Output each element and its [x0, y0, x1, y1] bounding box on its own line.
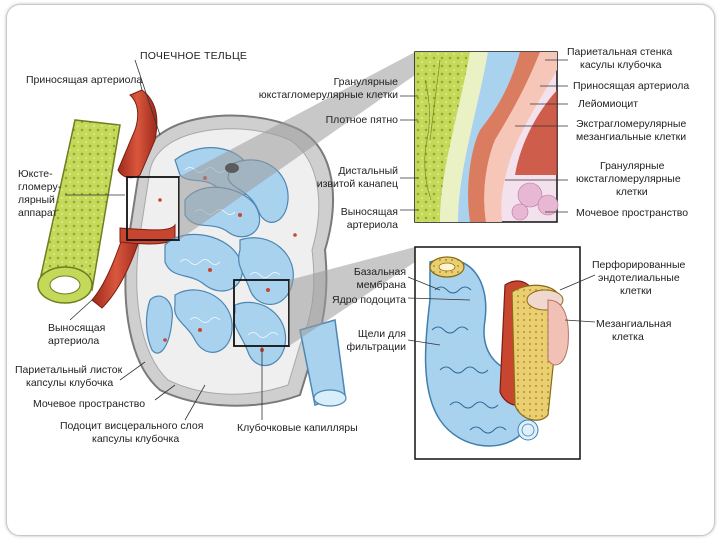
label-right-urinary-space: Мочевое пространство [576, 207, 689, 219]
label-parietal-line2: капсулы клубочка [26, 377, 114, 389]
label-macula-densa: Плотное пятно [325, 114, 398, 126]
label-center-efferent-line1: Выносящая [340, 206, 398, 218]
label-jga-line1: Юксте- [18, 168, 53, 180]
label-podocyte-line2: капсулы клубочка [92, 433, 180, 445]
diagram-title: ПОЧЕЧНОЕ ТЕЛЬЦЕ [140, 50, 248, 62]
label-podocyte-nucleus: Ядро подоцита [332, 294, 406, 306]
label-center-efferent-line2: артериола [346, 219, 398, 231]
label-parietal-wall-line1: Париетальная стенка [567, 46, 673, 58]
label-right-granular-line3: клетки [616, 186, 648, 198]
label-right-granular-line1: Гранулярные [600, 160, 665, 172]
label-perforated-line3: клетки [620, 285, 652, 297]
label-efferent-line2: артериола [48, 335, 100, 347]
label-extraglom-line1: Экстрагломерулярные [576, 118, 687, 130]
label-distal-line1: Дистальный [338, 165, 398, 177]
label-extraglom-line2: мезангиальные клетки [576, 131, 687, 143]
label-perforated-line1: Перфорированные [592, 259, 686, 271]
label-slits-line1: Щели для [357, 328, 406, 340]
label-capillaries: Клубочковые капилляры [237, 422, 358, 434]
afferent-arteriole [117, 89, 158, 179]
label-perforated-line2: эндотелиальные [598, 272, 680, 284]
label-jga-line3: лярный [18, 194, 55, 206]
label-efferent-line1: Выносящая [48, 322, 106, 334]
label-jga-line4: аппарат [18, 207, 58, 219]
label-right-granular-line2: юкстагломерулярные [576, 173, 681, 185]
efferent-arteriole [91, 229, 141, 309]
jga-zoom-content [415, 52, 559, 222]
label-mesangial-line2: клетка [612, 331, 644, 343]
label-slits-line2: фильтрации [346, 341, 406, 353]
label-afferent-arteriole: Приносящая артериола [26, 74, 143, 86]
label-mesangial-line1: Мезангиальная [596, 318, 672, 330]
label-granular-line2: юкстагломерулярные клетки [258, 89, 398, 101]
label-basal-line2: мембрана [356, 279, 407, 291]
label-basal-line1: Базальная [353, 266, 406, 278]
label-urinary-space: Мочевое пространство [33, 398, 146, 410]
label-parietal-line1: Париетальный листок [15, 364, 123, 376]
label-leiomyocyte: Лейомиоцит [578, 98, 639, 110]
label-podocyte-line1: Подоцит висцерального слоя [60, 420, 204, 432]
label-distal-line2: извитой канапец [316, 178, 398, 190]
filtration-zoom-content [424, 256, 569, 447]
label-jga-line2: гломеру- [18, 181, 62, 193]
label-right-afferent: Приносящая артериола [573, 80, 690, 92]
label-granular-line1: Гранулярные [333, 76, 398, 88]
label-parietal-wall-line2: касулы клубочка [580, 59, 662, 71]
